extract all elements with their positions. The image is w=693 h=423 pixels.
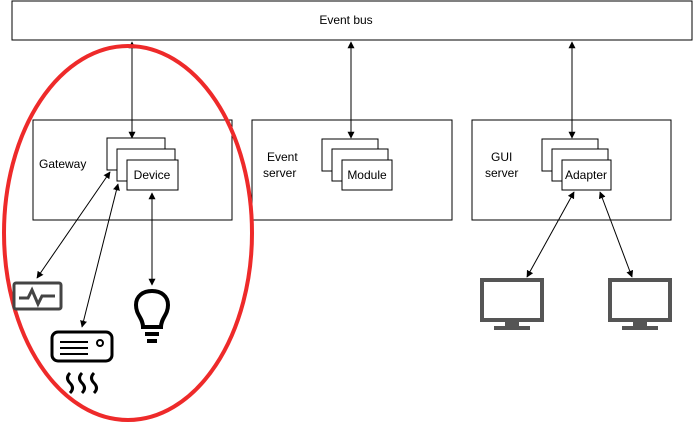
event-bus-label: Event bus: [319, 13, 372, 27]
module-card-label: Module: [347, 168, 387, 182]
module-card: [341, 159, 393, 191]
adapter-card-label: Adapter: [565, 168, 607, 182]
light-bulb-icon: [133, 288, 171, 343]
gateway-label: Gateway: [39, 157, 86, 171]
event-server-label-line1: Event: [267, 150, 298, 164]
device-card-label: Device: [134, 168, 171, 182]
highlight-ellipse: [2, 44, 254, 422]
event-server-box: Event server Module: [251, 119, 453, 221]
device-card: [126, 159, 179, 191]
event-bus: Event bus: [11, 0, 693, 41]
gui-server-label-line2: server: [485, 166, 518, 180]
air-conditioner-icon: [50, 330, 114, 395]
adapter-card: [561, 159, 612, 191]
sensor-monitor-icon: [12, 281, 63, 311]
connectors: [36, 41, 634, 328]
gui-server-label-line1: GUI: [491, 150, 512, 164]
desktop-monitor-icon: [480, 278, 544, 330]
adapter-monitor2-arrow: [598, 191, 634, 278]
event-server-label-line2: server: [263, 166, 296, 180]
adapter-monitor1-arrow: [526, 191, 575, 278]
device-ac-arrow: [80, 183, 120, 328]
desktop-monitor-icon: [608, 278, 672, 330]
